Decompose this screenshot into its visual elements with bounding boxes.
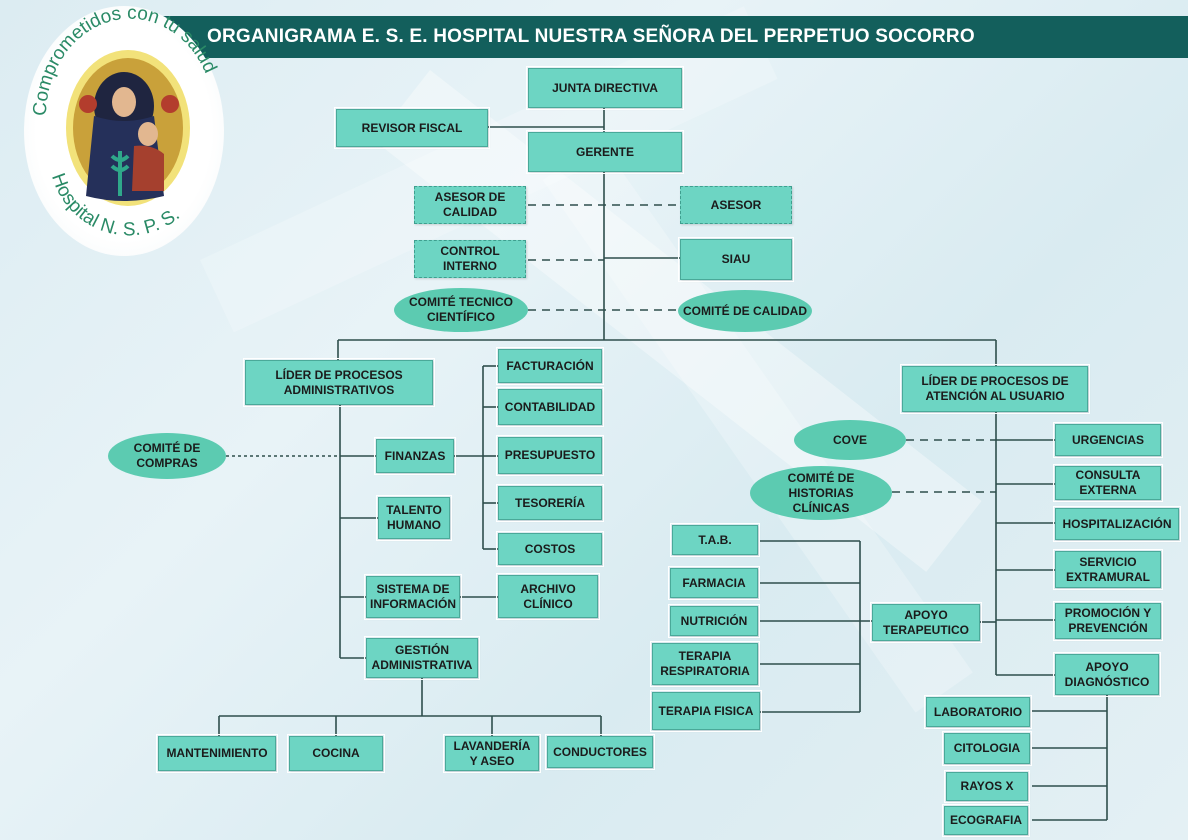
node-finanzas: FINANZAS [374, 437, 456, 475]
node-junta-directiva: JUNTA DIRECTIVA [526, 66, 684, 110]
node-lavanderia: LAVANDERÍA Y ASEO [443, 734, 541, 773]
logo-emblem: Comprometidos con tu salud Hospital N. S… [30, 3, 221, 241]
header-bar [150, 16, 1188, 58]
node-lider-administrativos: LÍDER DE PROCESOS ADMINISTRATIVOS [243, 358, 435, 407]
node-talento-humano: TALENTO HUMANO [376, 495, 452, 541]
node-nutricion: NUTRICIÓN [668, 604, 760, 638]
node-farmacia: FARMACIA [668, 566, 760, 600]
node-asesor-calidad: ASESOR DE CALIDAD [414, 186, 526, 224]
node-presupuesto: PRESUPUESTO [496, 435, 604, 476]
page-title: ORGANIGRAMA E. S. E. HOSPITAL NUESTRA SE… [207, 26, 975, 47]
node-comite-calidad: COMITÉ DE CALIDAD [678, 290, 812, 332]
node-apoyo-diagnostico: APOYO DIAGNÓSTICO [1053, 652, 1161, 697]
node-laboratorio: LABORATORIO [924, 695, 1032, 729]
node-tab: T.A.B. [670, 523, 760, 557]
node-cocina: COCINA [287, 734, 385, 773]
node-siau: SIAU [678, 237, 794, 282]
node-asesor: ASESOR [680, 186, 792, 224]
node-cove: COVE [794, 420, 906, 460]
node-comite-tecnico: COMITÉ TECNICO CIENTÍFICO [394, 288, 528, 332]
node-rayos-x: RAYOS X [944, 770, 1030, 803]
node-servicio-extramural: SERVICIO EXTRAMURAL [1053, 549, 1163, 590]
node-comite-historias: COMITÉ DE HISTORIAS CLÍNICAS [750, 466, 892, 520]
node-terapia-fisica: TERAPIA FISICA [650, 690, 762, 732]
node-urgencias: URGENCIAS [1053, 422, 1163, 458]
node-hospitalizacion: HOSPITALIZACIÓN [1053, 506, 1181, 542]
node-conductores: CONDUCTORES [545, 734, 655, 770]
node-facturacion: FACTURACIÓN [496, 347, 604, 385]
node-consulta-externa: CONSULTA EXTERNA [1053, 464, 1163, 502]
node-contabilidad: CONTABILIDAD [496, 387, 604, 427]
node-lider-atencion: LÍDER DE PROCESOS DE ATENCIÓN AL USUARIO [900, 364, 1090, 414]
node-gerente: GERENTE [526, 130, 684, 174]
node-mantenimiento: MANTENIMIENTO [156, 734, 278, 773]
node-citologia: CITOLOGIA [942, 731, 1032, 766]
node-sistema-informacion: SISTEMA DE INFORMACIÓN [364, 574, 462, 620]
node-revisor-fiscal: REVISOR FISCAL [334, 107, 490, 149]
node-comite-compras: COMITÉ DE COMPRAS [108, 433, 226, 479]
node-apoyo-terapeutico: APOYO TERAPEUTICO [870, 602, 982, 643]
hospital-logo: Comprometidos con tu salud Hospital N. S… [24, 3, 224, 256]
node-costos: COSTOS [496, 531, 604, 567]
node-gestion-administrativa: GESTIÓN ADMINISTRATIVA [364, 636, 480, 680]
node-archivo-clinico: ARCHIVO CLÍNICO [496, 573, 600, 620]
node-ecografia: ECOGRAFIA [942, 804, 1030, 837]
node-control-interno: CONTROL INTERNO [414, 240, 526, 278]
node-terapia-respiratoria: TERAPIA RESPIRATORIA [650, 641, 760, 687]
node-tesoreria: TESORERÍA [496, 484, 604, 522]
node-promocion-prevencion: PROMOCIÓN Y PREVENCIÓN [1053, 601, 1163, 641]
